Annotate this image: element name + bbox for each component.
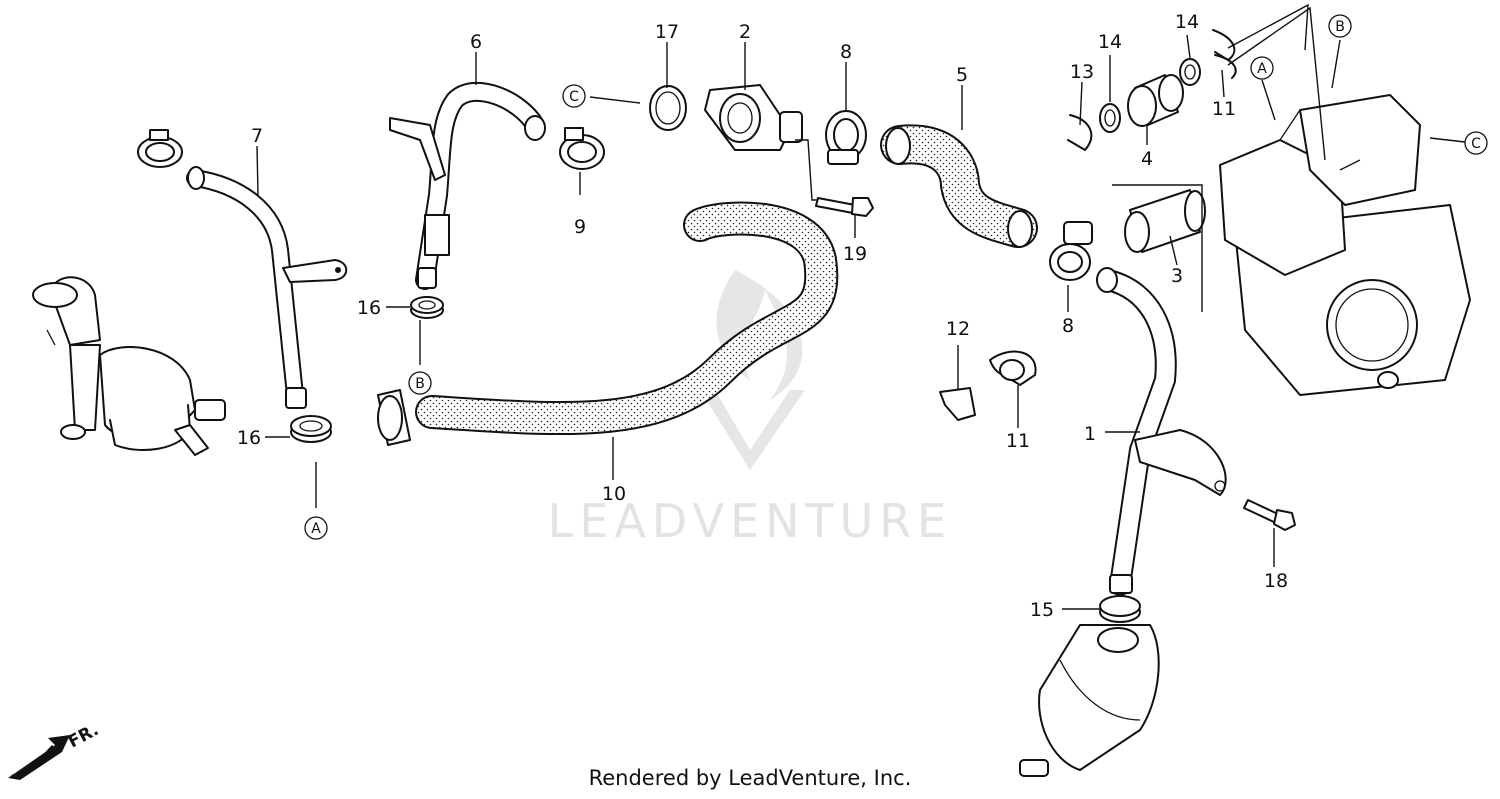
- seal-16-upper: [410, 296, 444, 319]
- callout-1: 1: [1084, 423, 1096, 445]
- ref-C-right: C: [1464, 131, 1488, 155]
- hose-5: [880, 124, 1038, 248]
- bolt-19: [815, 197, 874, 217]
- seal-15: [1099, 595, 1141, 623]
- ref-B-left: B: [408, 371, 432, 395]
- filler-housing-left: [32, 276, 226, 456]
- hose-10: [415, 201, 839, 436]
- callout-14-right: 14: [1175, 11, 1199, 33]
- callout-16-lower: 16: [237, 427, 261, 449]
- callout-2: 2: [739, 21, 751, 43]
- svg-text:C: C: [1471, 136, 1481, 152]
- clamp-9: [559, 127, 605, 170]
- clip-11-bottom: [989, 350, 1037, 386]
- leader-lines: [256, 3, 1466, 610]
- callout-15: 15: [1030, 599, 1054, 621]
- svg-text:A: A: [311, 521, 321, 537]
- pipe-7: [186, 166, 348, 409]
- fitting-4: [1127, 74, 1184, 127]
- callout-16-upper: 16: [357, 297, 381, 319]
- clamp-7-top: [137, 129, 183, 168]
- clip-13: [1067, 114, 1093, 151]
- svg-text:B: B: [1335, 19, 1345, 35]
- callout-9: 9: [574, 216, 586, 238]
- ring-14-right: [1179, 58, 1201, 86]
- front-arrow: [8, 735, 70, 780]
- ring-14-left: [1099, 103, 1121, 133]
- engine-block: [1219, 94, 1471, 396]
- clamp-left-lower: [377, 389, 411, 446]
- bolt-18: [1243, 499, 1296, 531]
- callout-11-top: 11: [1212, 98, 1236, 120]
- ref-C-left: C: [562, 84, 586, 108]
- svg-text:A: A: [1257, 61, 1267, 77]
- callout-4: 4: [1141, 148, 1153, 170]
- callout-12: 12: [946, 318, 970, 340]
- ref-A-top: A: [1250, 56, 1274, 80]
- clip-11-top: [1212, 29, 1237, 79]
- front-label: FR.: [65, 720, 102, 752]
- fitting-3: [1124, 189, 1206, 253]
- pipe-1: [1096, 267, 1227, 596]
- oring-17: [649, 85, 687, 131]
- callout-13: 13: [1070, 61, 1094, 83]
- seal-16-lower: [290, 415, 332, 443]
- clip-12: [939, 387, 976, 421]
- ref-B-top: B: [1328, 14, 1352, 38]
- thermostat-cover-2: [704, 84, 803, 151]
- callout-18: 18: [1264, 570, 1288, 592]
- watermark-text: LEADVENTURE: [548, 494, 953, 548]
- callout-19: 19: [843, 243, 867, 265]
- svg-text:C: C: [569, 89, 579, 105]
- ref-A-bottom: A: [304, 516, 328, 540]
- footer-credit: Rendered by LeadVenture, Inc.: [588, 766, 912, 790]
- svg-text:B: B: [415, 376, 425, 392]
- callout-8-top: 8: [840, 41, 852, 63]
- water-pump: [1019, 624, 1160, 777]
- callout-6: 6: [470, 31, 482, 53]
- clamp-8-top: [825, 110, 867, 165]
- callout-14-left: 14: [1098, 31, 1122, 53]
- callout-3: 3: [1171, 265, 1183, 287]
- callout-8-middle: 8: [1062, 315, 1074, 337]
- callout-17: 17: [655, 21, 679, 43]
- callout-11-bottom: 11: [1006, 430, 1030, 452]
- callout-7: 7: [251, 125, 263, 147]
- clamp-8-middle: [1049, 221, 1093, 281]
- callout-10: 10: [602, 483, 626, 505]
- pipe-6: [389, 81, 546, 290]
- callout-5: 5: [956, 64, 968, 86]
